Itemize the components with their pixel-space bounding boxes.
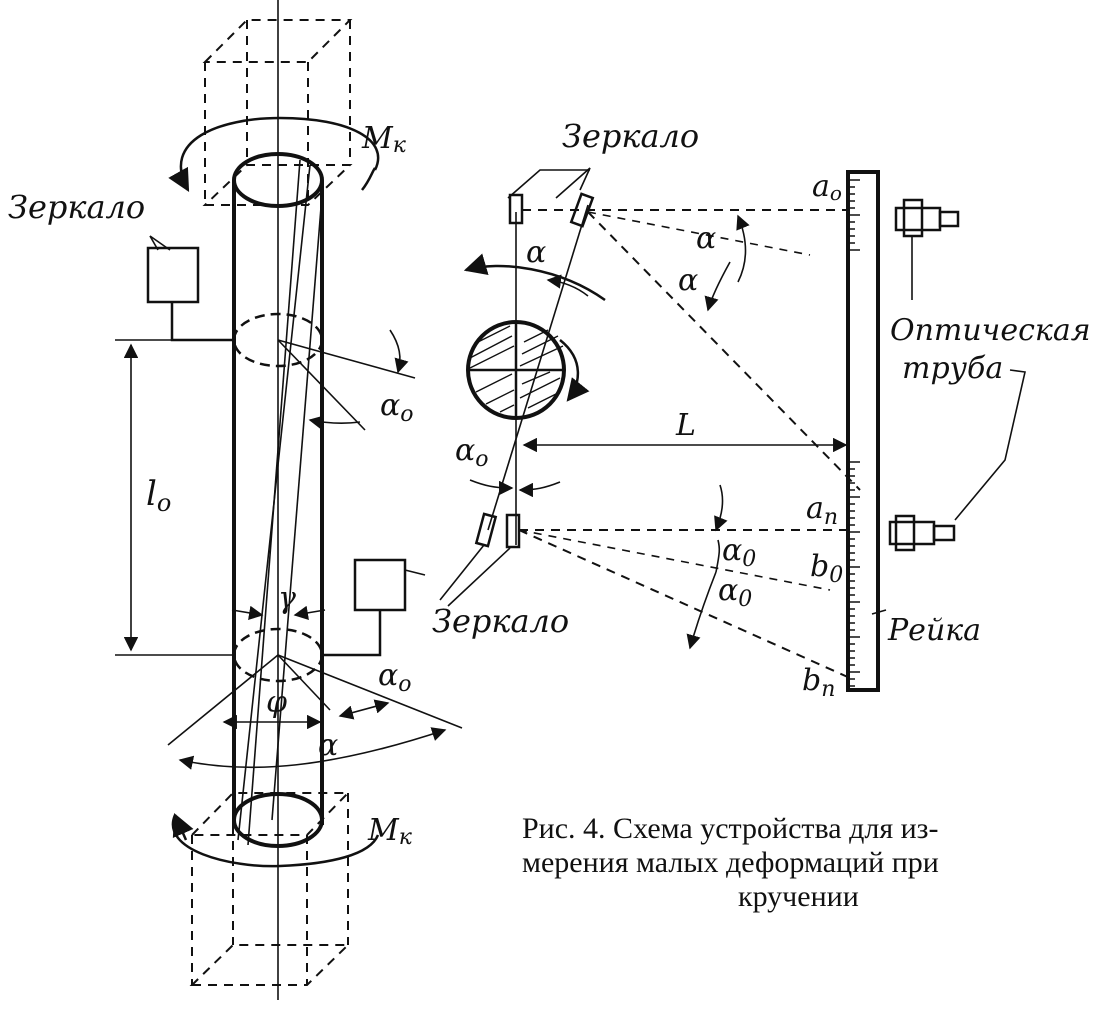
optical-scheme — [404, 167, 1026, 692]
optical-tube-top — [894, 198, 960, 238]
figure-caption: Рис. 4. Схема устройства для из- мерения… — [522, 812, 939, 913]
label-alpha0-lower: αo — [378, 658, 412, 697]
top-torque-arrow — [168, 116, 380, 192]
label-l0: lo — [146, 474, 171, 517]
label-gamma: γ — [278, 581, 296, 616]
label-optical-tube-2: труба — [902, 351, 1003, 386]
labels: Зеркало Зеркало Зеркало Mк Mк lo αo γ φ … — [8, 117, 1091, 850]
label-rail: Рейка — [887, 613, 981, 648]
label-mirror-left: Зеркало — [8, 188, 145, 226]
upper-alpha0-angle — [277, 329, 416, 431]
upper-mirror — [146, 235, 234, 342]
label-alpha-lower: α — [318, 728, 338, 763]
l0-dimension — [115, 339, 234, 656]
label-alpha-center: α — [526, 235, 546, 270]
specimen-assembly — [115, 0, 463, 1000]
label-L: L — [675, 408, 696, 443]
label-phi: φ — [266, 685, 287, 720]
label-alpha-r1: α — [696, 221, 716, 256]
label-alpha0-r1: α0 — [722, 533, 756, 572]
lower-mirror — [322, 558, 407, 657]
bottom-mirror-rotated — [474, 512, 498, 548]
specimen-cross-section — [466, 320, 566, 420]
label-an: an — [806, 491, 838, 530]
label-mirror-bottom: Зеркало — [432, 602, 569, 640]
bottom-angle-construction — [167, 654, 463, 770]
label-alpha-r2: α — [678, 263, 698, 298]
bottom-torque-arrow — [171, 812, 380, 868]
bottom-mirror-initial — [505, 513, 521, 549]
top-mirror-rotated — [569, 192, 595, 228]
label-b0: b0 — [810, 549, 843, 588]
caption-line-1: Рис. 4. Схема устройства для из- — [522, 812, 939, 845]
label-mirror-top: Зеркало — [562, 117, 699, 155]
caption-line-2: мерения малых деформаций при — [522, 846, 939, 879]
label-alpha0-upper: αo — [380, 388, 414, 427]
label-mk-bottom: Mк — [367, 813, 413, 850]
label-alpha0-center: αo — [455, 433, 489, 472]
label-optical-tube-1: Оптическая — [890, 313, 1091, 348]
label-alpha0-r2: α0 — [718, 573, 752, 612]
label-bn: bn — [802, 663, 835, 702]
optical-tube-bottom — [888, 514, 956, 552]
caption-line-3: кручении — [738, 880, 859, 913]
gamma-angle — [231, 605, 326, 620]
measuring-rail — [846, 170, 880, 692]
label-a0: ao — [812, 169, 842, 205]
lower-grip — [189, 792, 351, 986]
label-mk-top: Mк — [361, 121, 407, 158]
